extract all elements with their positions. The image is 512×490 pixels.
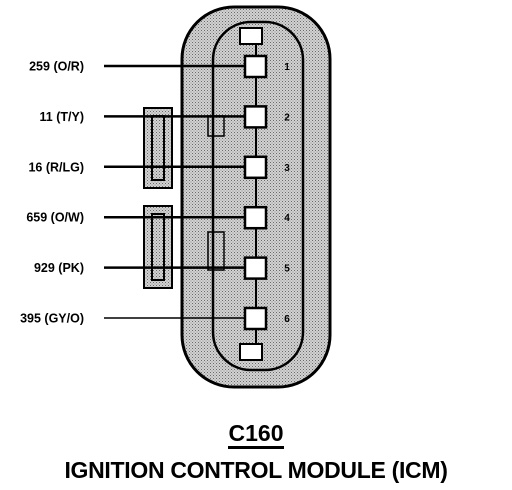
wire-label: 11 (T/Y) xyxy=(40,110,84,124)
pin-number: 6 xyxy=(284,314,290,325)
connector-inner-cavity xyxy=(211,20,305,372)
locking-tab-bottom xyxy=(239,343,263,361)
connector-id: C160 xyxy=(0,420,512,449)
pin-number: 5 xyxy=(284,264,290,275)
terminal-cavity xyxy=(243,155,268,180)
terminal-cavity xyxy=(243,205,268,230)
wire-label: 395 (GY/O) xyxy=(20,312,84,326)
wire-label: 659 (O/W) xyxy=(26,211,84,225)
terminal-cavity xyxy=(243,54,268,79)
terminal-cavity xyxy=(243,256,268,280)
terminal-cavity xyxy=(243,105,268,129)
wire-label: 16 (R/LG) xyxy=(28,160,84,174)
pin-number: 2 xyxy=(284,112,290,123)
pin-number: 3 xyxy=(284,163,290,174)
pin-number: 4 xyxy=(284,213,290,224)
pin-number: 1 xyxy=(284,62,290,73)
wire-label: 259 (O/R) xyxy=(29,60,84,74)
locking-tab-top xyxy=(239,27,263,45)
connector-id-text: C160 xyxy=(227,420,285,449)
terminal-cavity xyxy=(243,306,268,331)
connector-title: IGNITION CONTROL MODULE (ICM) xyxy=(64,457,448,483)
wire-label: 929 (PK) xyxy=(34,261,84,275)
wire-bracket-upper xyxy=(143,107,173,189)
inner-channel-lower xyxy=(207,231,225,271)
